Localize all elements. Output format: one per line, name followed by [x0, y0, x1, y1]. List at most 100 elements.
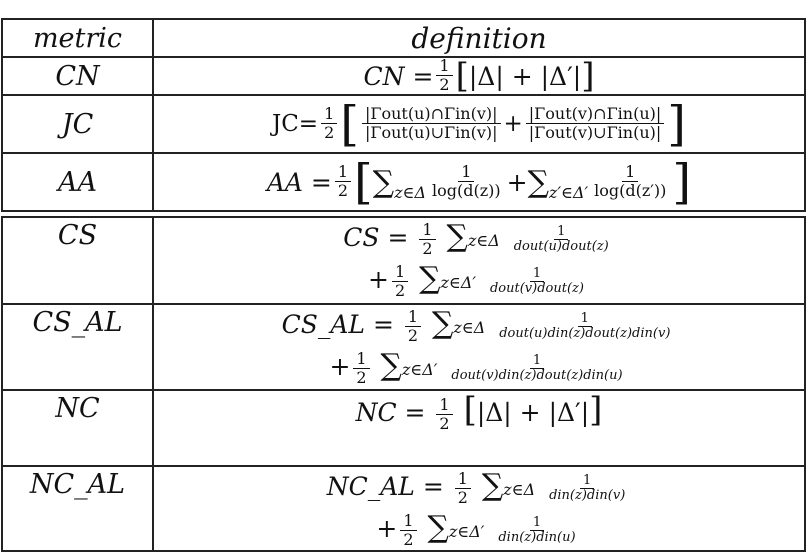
right-bracket: ] — [672, 154, 692, 210]
sum-subscript: z∈Δ′ — [401, 360, 438, 379]
denominator: 2 — [337, 181, 349, 201]
numerator: 1 — [454, 470, 471, 489]
right-bracket: ] — [667, 96, 687, 152]
right-bracket: ] — [581, 56, 595, 96]
numerator: 1 — [321, 105, 338, 125]
metric-cn: CN — [3, 58, 154, 94]
jc-fraction-1: |Γout(u)∩Γin(v)||Γout(u)∪Γin(v)| — [362, 105, 501, 143]
numerator: 1 — [622, 163, 639, 183]
denominator: 2 — [394, 280, 406, 300]
left-bracket: [ — [463, 390, 477, 430]
denominator: 2 — [439, 75, 450, 95]
numerator: 1 — [419, 221, 436, 240]
sum-subscript: z∈Δ′ — [440, 273, 477, 292]
numerator: 1 — [529, 516, 545, 531]
denominator: din(z)din(v) — [549, 487, 626, 503]
numerator: |Γout(v)∩Γin(u)| — [525, 105, 665, 125]
sum-subscript: z′∈Δ′ — [549, 183, 589, 202]
plus: + — [368, 265, 389, 294]
metric-aa: AA — [3, 154, 154, 210]
metric-nc-al: NC_AL — [3, 467, 154, 550]
header-metric: metric — [3, 20, 154, 56]
numerator: 1 — [436, 57, 453, 77]
sum-symbol: ∑ — [427, 510, 449, 545]
denominator: dout(u)din(z)dout(z)din(v) — [499, 325, 671, 341]
sum-symbol: ∑ — [372, 164, 395, 200]
denominator: log(d(z′)) — [594, 181, 667, 201]
jc-lhs: JC= — [271, 111, 319, 137]
plus: + — [329, 352, 351, 381]
denominator: 2 — [324, 123, 335, 143]
metric-cs-al: CS_AL — [3, 305, 154, 389]
nc-body: |Δ| + |Δ′| — [476, 398, 590, 427]
sum-symbol: ∑ — [527, 164, 550, 200]
cs-al-lhs: CS_AL = — [281, 310, 394, 339]
metric-nc: NC — [3, 391, 154, 465]
numerator: 1 — [554, 225, 569, 240]
denominator: dout(v)dout(z) — [489, 280, 584, 296]
left-bracket: [ — [340, 96, 359, 152]
header-definition: definition — [411, 21, 547, 55]
jc-fraction-2: |Γout(v)∩Γin(u)||Γout(v)∪Γin(u)| — [525, 105, 665, 141]
numerator: 1 — [580, 474, 595, 489]
cn-body: |Δ| + |Δ′| — [468, 61, 582, 91]
numerator: 1 — [404, 308, 422, 327]
numerator: 1 — [353, 350, 370, 369]
denominator: 2 — [356, 367, 367, 387]
cs-lhs: CS = — [343, 223, 409, 252]
nc-al-lhs: NC_AL = — [326, 472, 444, 501]
denominator: |Γout(u)∪Γin(v)| — [365, 123, 498, 143]
denominator: 2 — [439, 413, 450, 433]
left-bracket: [ — [354, 154, 373, 210]
numerator: 1 — [458, 163, 475, 183]
left-bracket: [ — [455, 56, 469, 96]
sum-symbol: ∑ — [481, 468, 504, 503]
sum-symbol: ∑ — [432, 306, 454, 341]
sum-symbol: ∑ — [446, 219, 468, 254]
sum-subscript: z∈Δ — [394, 183, 427, 202]
numerator: 1 — [577, 312, 592, 327]
aa-lhs: AA = — [266, 167, 332, 197]
denominator: log(d(z)) — [432, 181, 501, 201]
cn-lhs: CN = — [363, 61, 434, 91]
numerator: 1 — [529, 267, 545, 282]
sum-subscript: z∈Δ — [467, 231, 500, 250]
sum-subscript: z∈Δ — [503, 480, 536, 499]
numerator: |Γout(u)∩Γin(v)| — [362, 105, 501, 125]
numerator: 1 — [436, 396, 453, 415]
